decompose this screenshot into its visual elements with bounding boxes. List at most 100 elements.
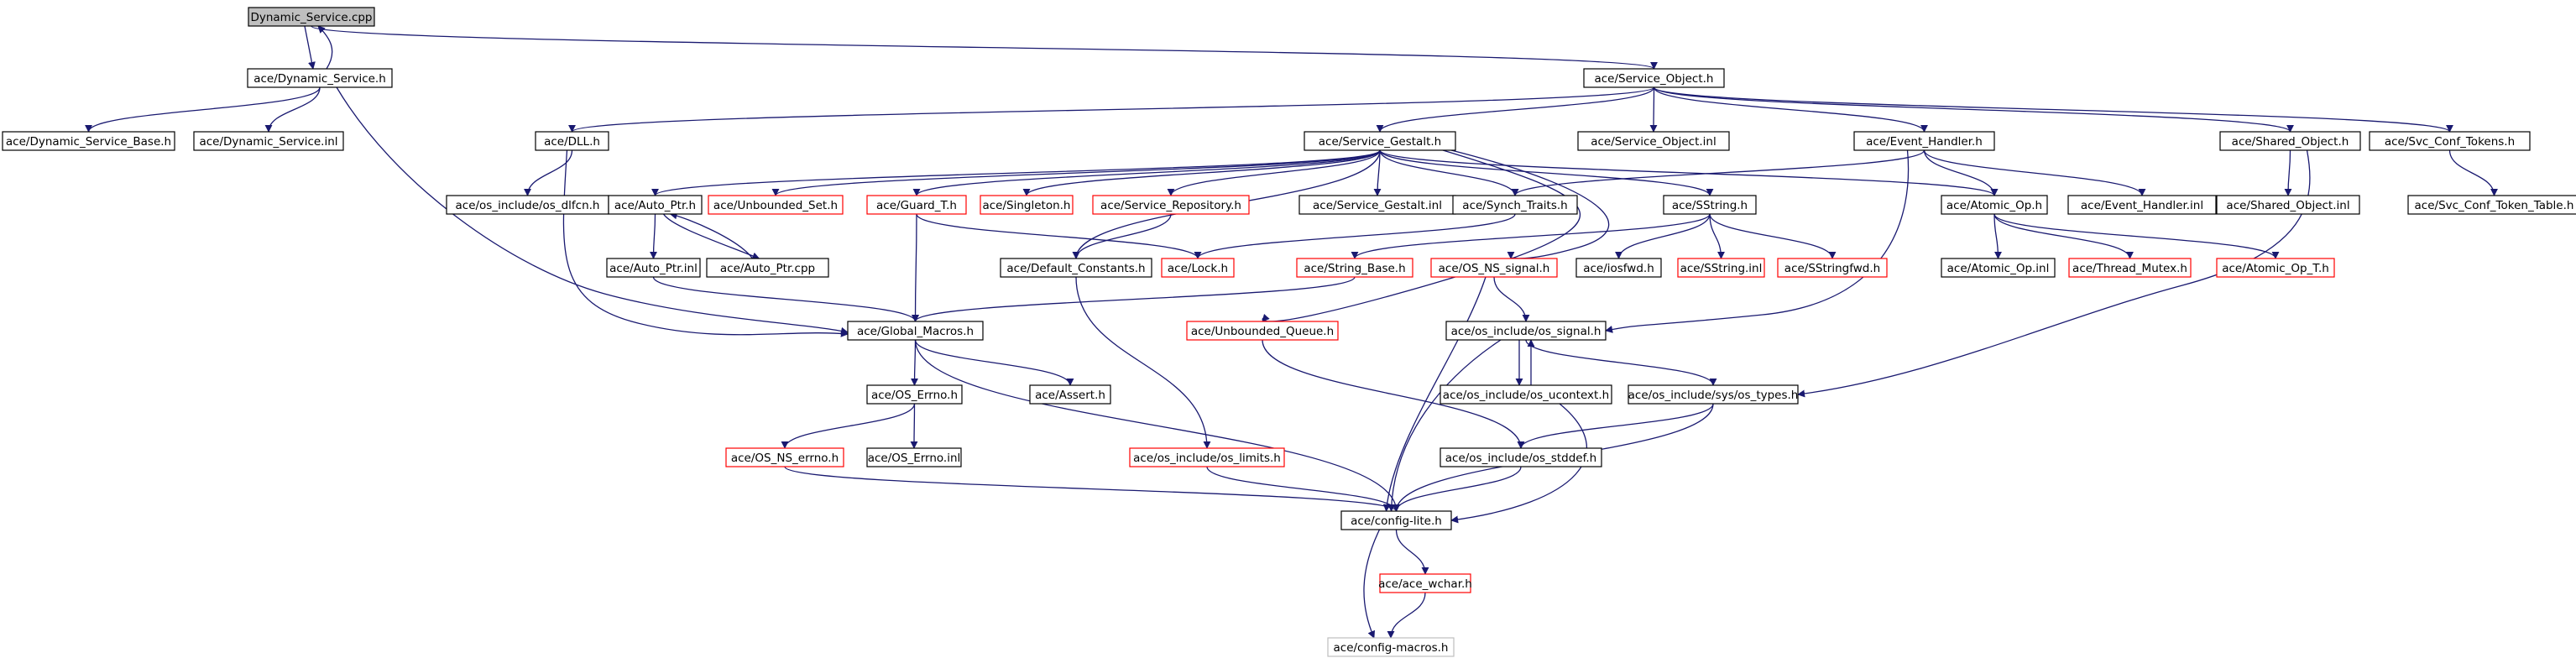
node-box xyxy=(1186,321,1339,341)
node-dynamic-service-base-h[interactable]: ace/Dynamic_Service_Base.h xyxy=(2,131,175,151)
node-label: ace/ace_wchar.h xyxy=(1378,577,1472,591)
node-assert-h[interactable]: ace/Assert.h xyxy=(1029,384,1111,405)
node-service-object-inl[interactable]: ace/Service_Object.inl xyxy=(1577,131,1730,151)
node-dll-h[interactable]: ace/DLL.h xyxy=(535,131,609,151)
node-service-repository-h[interactable]: ace/Service_Repository.h xyxy=(1092,195,1250,215)
node-os-stddef-h[interactable]: ace/os_include/os_stddef.h xyxy=(1440,447,1602,467)
node-label: ace/Atomic_Op_T.h xyxy=(2222,262,2329,275)
edge-dynamic_service_h-to-dynamic_service_base_h xyxy=(85,86,321,133)
node-label: ace/Dynamic_Service.inl xyxy=(199,135,337,149)
node-auto-ptr-cpp[interactable]: ace/Auto_Ptr.cpp xyxy=(706,258,829,278)
node-box xyxy=(866,384,963,405)
node-ace-wchar-h[interactable]: ace/ace_wchar.h xyxy=(1378,573,1472,593)
node-sstring-inl[interactable]: ace/SString.inl xyxy=(1677,258,1765,278)
node-lock-h[interactable]: ace/Lock.h xyxy=(1161,258,1235,278)
edge-service_gestalt_h-to-unbounded_queue_h xyxy=(1262,149,1581,322)
edge-atomic_op_h-to-thread_mutex_h xyxy=(1993,213,2134,259)
node-global-macros-h[interactable]: ace/Global_Macros.h xyxy=(847,321,984,341)
node-atomic-op-t-h[interactable]: ace/Atomic_Op_T.h xyxy=(2216,258,2335,278)
node-label: ace/Unbounded_Queue.h xyxy=(1191,325,1334,338)
edge-default_constants_h-to-os_limits_h xyxy=(1075,276,1211,449)
edge-guard_t_h-to-lock_h xyxy=(916,213,1202,259)
node-os-ns-signal-h[interactable]: ace/OS_NS_signal.h xyxy=(1430,258,1558,278)
node-label: ace/Singleton.h xyxy=(982,199,1070,212)
node-dynamic-service-inl[interactable]: ace/Dynamic_Service.inl xyxy=(193,131,344,151)
node-label: ace/os_include/os_dlfcn.h xyxy=(456,199,600,212)
node-event-handler-h[interactable]: ace/Event_Handler.h xyxy=(1853,131,1995,151)
node-box xyxy=(1941,195,2048,215)
node-box xyxy=(1327,637,1455,657)
node-os-dlfcn-h[interactable]: ace/os_include/os_dlfcn.h xyxy=(446,195,609,215)
node-box xyxy=(1853,131,1995,151)
node-singleton-h[interactable]: ace/Singleton.h xyxy=(980,195,1074,215)
node-box xyxy=(708,195,844,215)
node-config-macros-h[interactable]: ace/config-macros.h xyxy=(1327,637,1455,657)
node-os-limits-h[interactable]: ace/os_include/os_limits.h xyxy=(1129,447,1285,467)
node-atomic-op-inl[interactable]: ace/Atomic_Op.inl xyxy=(1941,258,2056,278)
edge-os_signal_h-to-config_lite_h xyxy=(1387,339,1502,512)
edge-os_ucontext_h-to-config_lite_h xyxy=(1450,403,1587,524)
node-guard-t-h[interactable]: ace/Guard_T.h xyxy=(866,195,967,215)
node-event-handler-inl[interactable]: ace/Event_Handler.inl xyxy=(2067,195,2217,215)
edge-config_lite_h-to-config_macros_h xyxy=(1363,529,1381,639)
edge-service_gestalt_h-to-sstring_h xyxy=(1379,149,1714,196)
edge-event_handler_h-to-synch_traits_h xyxy=(1511,149,1925,196)
node-label: ace/Guard_T.h xyxy=(876,199,957,212)
node-auto-ptr-inl[interactable]: ace/Auto_Ptr.inl xyxy=(606,258,701,278)
node-sstring-h[interactable]: ace/SString.h xyxy=(1663,195,1757,215)
node-default-constants-h[interactable]: ace/Default_Constants.h xyxy=(1000,258,1152,278)
node-svc-conf-token-table-h[interactable]: ace/Svc_Conf_Token_Table.h xyxy=(2407,195,2576,215)
node-config-lite-h[interactable]: ace/config-lite.h xyxy=(1340,510,1452,530)
node-label: ace/Event_Handler.h xyxy=(1866,135,1983,149)
edge-dynamic_service_cpp-to-service_object_h xyxy=(311,25,1658,70)
node-box xyxy=(1663,195,1757,215)
node-box xyxy=(608,195,703,215)
node-box xyxy=(866,195,967,215)
node-box xyxy=(2067,195,2217,215)
edge-os_limits_h-to-config_lite_h xyxy=(1206,466,1400,512)
node-box xyxy=(847,321,984,341)
node-box xyxy=(1577,131,1730,151)
edge-service_object_h-to-svc_conf_tokens_h xyxy=(1653,86,2453,133)
node-box xyxy=(1296,258,1413,278)
node-label: ace/Shared_Object.h xyxy=(2232,135,2349,149)
node-box xyxy=(1440,447,1602,467)
node-thread-mutex-h[interactable]: ace/Thread_Mutex.h xyxy=(2068,258,2192,278)
node-unbounded-queue-h[interactable]: ace/Unbounded_Queue.h xyxy=(1186,321,1339,341)
node-os-types-h[interactable]: ace/os_include/sys/os_types.h xyxy=(1628,384,1799,405)
node-svc-conf-tokens-h[interactable]: ace/Svc_Conf_Tokens.h xyxy=(2369,131,2531,151)
node-label: ace/Svc_Conf_Tokens.h xyxy=(2385,135,2515,149)
node-synch-traits-h[interactable]: ace/Synch_Traits.h xyxy=(1452,195,1578,215)
node-os-signal-h[interactable]: ace/os_include/os_signal.h xyxy=(1445,321,1607,341)
node-label: ace/Unbounded_Set.h xyxy=(713,199,838,212)
node-os-errno-h[interactable]: ace/OS_Errno.h xyxy=(866,384,963,405)
node-os-errno-inl[interactable]: ace/OS_Errno.inl xyxy=(866,447,962,467)
node-shared-object-h[interactable]: ace/Shared_Object.h xyxy=(2219,131,2361,151)
node-service-gestalt-h[interactable]: ace/Service_Gestalt.h xyxy=(1304,131,1456,151)
edge-dll_h-to-os_dlfcn_h xyxy=(524,149,573,196)
node-box xyxy=(247,68,393,88)
node-label: ace/DLL.h xyxy=(544,135,600,149)
node-dynamic-service-h[interactable]: ace/Dynamic_Service.h xyxy=(247,68,393,88)
node-label: ace/SString.inl xyxy=(1680,262,1763,275)
node-iosfwd-h[interactable]: ace/iosfwd.h xyxy=(1575,258,1662,278)
node-box xyxy=(866,447,962,467)
node-os-ns-errno-h[interactable]: ace/OS_NS_errno.h xyxy=(725,447,844,467)
node-box xyxy=(1129,447,1285,467)
node-service-object-h[interactable]: ace/Service_Object.h xyxy=(1583,68,1725,88)
node-atomic-op-h[interactable]: ace/Atomic_Op.h xyxy=(1941,195,2048,215)
node-dynamic-service-cpp[interactable]: Dynamic_Service.cpp xyxy=(248,7,375,27)
node-service-gestalt-inl[interactable]: ace/Service_Gestalt.inl xyxy=(1298,195,1456,215)
node-shared-object-inl[interactable]: ace/Shared_Object.inl xyxy=(2216,195,2360,215)
edge-service_object_h-to-shared_object_h xyxy=(1653,86,2294,133)
node-unbounded-set-h[interactable]: ace/Unbounded_Set.h xyxy=(708,195,844,215)
edge-service_gestalt_h-to-service_repository_h xyxy=(1167,149,1381,196)
edge-os_errno_h-to-os_ns_errno_h xyxy=(781,403,916,449)
node-string-base-h[interactable]: ace/String_Base.h xyxy=(1296,258,1413,278)
node-auto-ptr-h[interactable]: ace/Auto_Ptr.h xyxy=(608,195,703,215)
node-os-ucontext-h[interactable]: ace/os_include/os_ucontext.h xyxy=(1440,384,1612,405)
edge-global_macros_h-to-config_lite_h xyxy=(914,339,1400,512)
node-box xyxy=(2216,195,2360,215)
node-sstringfwd-h[interactable]: ace/SStringfwd.h xyxy=(1777,258,1888,278)
node-box xyxy=(2369,131,2531,151)
